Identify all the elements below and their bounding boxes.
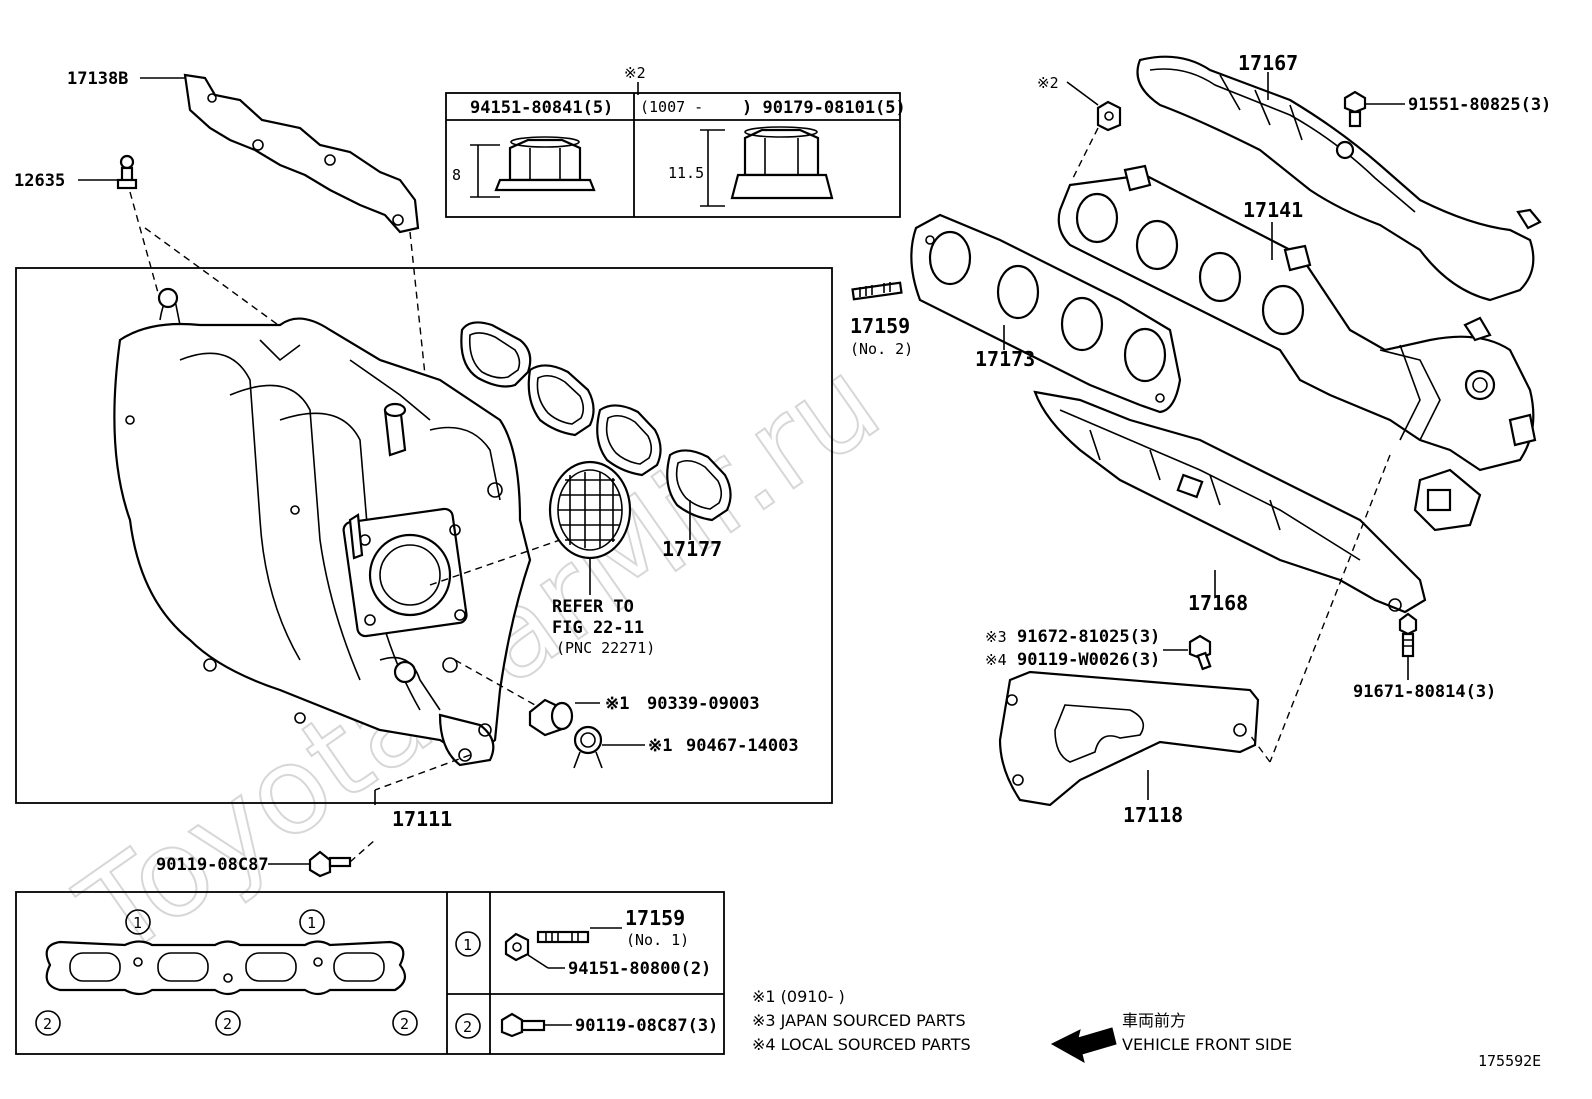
- label-17159-no2: 17159: [850, 314, 910, 338]
- figure-code: 175592E: [1478, 1052, 1541, 1070]
- nut-94151-80841: [494, 136, 596, 192]
- nut-table: 94151-80841(5) (1007 - ) 90179-08101(5) …: [445, 92, 906, 218]
- label-90119-w0026: 90119-W0026(3): [1017, 650, 1160, 670]
- label-17167: 17167: [1238, 51, 1298, 75]
- bolt-91671-80814: [1398, 612, 1418, 658]
- nut-table-col1-header: 94151-80841(5): [470, 98, 613, 118]
- refer-to-line1: REFER TO: [552, 597, 634, 617]
- label-90119-08c87: 90119-08C87: [156, 855, 269, 875]
- gasket-circle-2a: 2: [43, 1015, 52, 1033]
- nut-94151-80800: [504, 932, 530, 962]
- exhaust-manifold-17141: [1057, 164, 1537, 532]
- gasket-circle-1b: 1: [307, 914, 316, 932]
- heat-insulator-17167: [1136, 55, 1542, 302]
- refer-to-line3: (PNC 22271): [556, 639, 655, 657]
- label-17138b: 17138B: [67, 69, 128, 89]
- label-94151-80800: 94151-80800(2): [568, 959, 711, 979]
- label-91672-81025: 91672-81025(3): [1017, 627, 1160, 647]
- label-12635: 12635: [14, 171, 65, 191]
- label-90339-09003: 90339-09003: [647, 694, 760, 714]
- label-17111: 17111: [392, 807, 452, 831]
- bracket-17138b: [183, 73, 420, 234]
- label-91671-80814: 91671-80814(3): [1353, 682, 1496, 702]
- legend-line2: ※3 JAPAN SOURCED PARTS: [752, 1011, 966, 1030]
- intake-manifold-group-box: [15, 267, 833, 804]
- label-90467-14003: 90467-14003: [686, 736, 799, 756]
- stud-17159-no2: [851, 281, 903, 301]
- cap-90339-09003: [528, 698, 574, 737]
- nut-table-col2-header: ) 90179-08101(5): [742, 98, 906, 118]
- label-90119-08c87-row2: 90119-08C87(3): [575, 1016, 718, 1036]
- throttle-gasket-ring: [548, 460, 632, 560]
- mark4: ※4: [985, 651, 1007, 669]
- intake-manifold-17111: [113, 287, 532, 767]
- heat-insulator-17168: [1033, 390, 1427, 614]
- gasket-17173: [910, 213, 1182, 414]
- nut-90179-08101: [730, 126, 834, 200]
- gasket-circle-1a: 1: [133, 914, 142, 932]
- row2-circle: 2: [463, 1018, 472, 1036]
- bolt-91551-80825: [1343, 90, 1367, 128]
- gasket-reference-table: 1 1 2 2 2 1 17159 (No. 1) 94151-80800(2)…: [15, 891, 725, 1055]
- gasket-circle-2b: 2: [223, 1015, 232, 1033]
- nut-table-col1-dim: 8: [452, 166, 461, 184]
- stud-17159-no1: [536, 930, 590, 944]
- intake-gasket-drawing: [45, 940, 407, 996]
- stud-12635: [116, 154, 138, 190]
- mark2-exhaust-nut: ※2: [1037, 74, 1059, 92]
- mark1-a: ※1: [605, 694, 629, 714]
- gasket-17177: [460, 321, 732, 522]
- label-17168: 17168: [1188, 591, 1248, 615]
- label-17173: 17173: [975, 347, 1035, 371]
- label-17159-no1: 17159: [625, 906, 685, 930]
- vehicle-front-en: VEHICLE FRONT SIDE: [1122, 1035, 1292, 1054]
- nut-table-col2-dim: 11.5: [668, 164, 704, 182]
- nut-table-mark: ※2: [624, 64, 646, 82]
- label-17159-no2-sub: (No. 2): [850, 340, 913, 358]
- nut-table-col2-range: (1007 -: [640, 98, 703, 116]
- row1-circle: 1: [463, 936, 472, 954]
- label-17141: 17141: [1243, 198, 1303, 222]
- vehicle-front-arrow-icon: [1050, 1027, 1117, 1064]
- legend-line1: ※1 (0910- ): [752, 987, 845, 1006]
- label-17159-no1-sub: (No. 1): [626, 931, 689, 949]
- vehicle-front-jp: 車両前方: [1122, 1011, 1186, 1030]
- bolt-91672-81025: [1188, 634, 1212, 671]
- bracket-17118: [998, 670, 1260, 807]
- label-17177: 17177: [662, 537, 722, 561]
- nut-exhaust-mark2: [1096, 100, 1122, 132]
- label-91551-80825: 91551-80825(3): [1408, 95, 1551, 115]
- legend-line3: ※4 LOCAL SOURCED PARTS: [752, 1035, 971, 1054]
- bolt-90119-08c87-row2: [500, 1012, 546, 1038]
- refer-to-line2: FIG 22-11: [552, 618, 644, 638]
- mark3: ※3: [985, 628, 1007, 646]
- bolt-90119-08c87: [308, 850, 352, 878]
- clamp-90467-14003: [573, 725, 603, 769]
- mark1-b: ※1: [648, 736, 672, 756]
- label-17118: 17118: [1123, 803, 1183, 827]
- gasket-circle-2c: 2: [400, 1015, 409, 1033]
